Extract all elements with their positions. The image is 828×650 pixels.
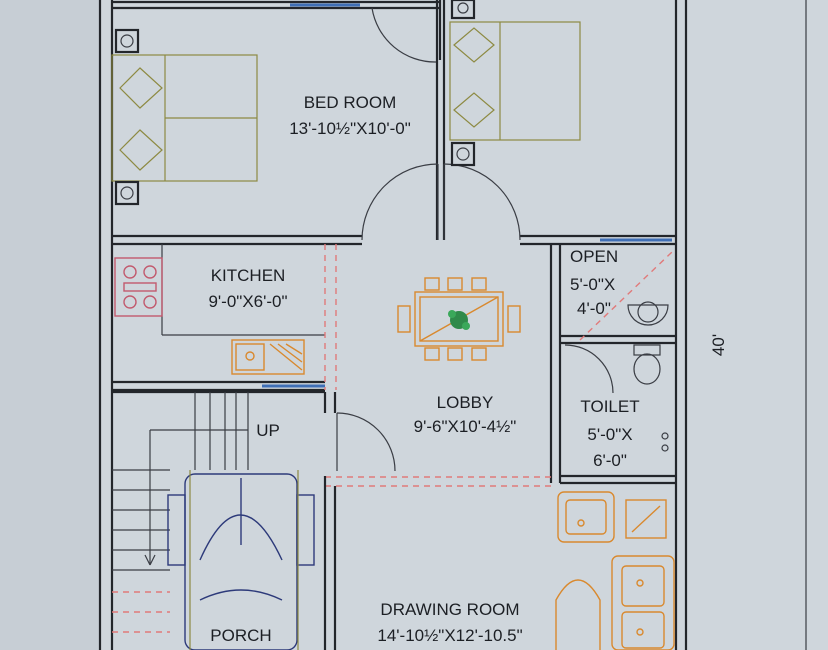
- kitchen-name: KITCHEN: [211, 266, 286, 285]
- car-icon: [167, 470, 315, 650]
- left-bed: [111, 54, 258, 182]
- tap-icon: [661, 432, 669, 452]
- drawing-room-size: 14'-10½"X12'-10.5": [377, 626, 522, 645]
- open-size-2: 4'-0": [577, 299, 611, 318]
- toilet-name: TOILET: [580, 397, 639, 416]
- bed-room-size: 13'-10½"X10'-0": [289, 119, 411, 138]
- sofa-lamps: [577, 519, 644, 636]
- stove-icon: [114, 257, 163, 317]
- toilet-size-2: 6'-0": [593, 451, 627, 470]
- porch-name: PORCH: [210, 626, 271, 645]
- bedside-lamps: [114, 0, 476, 206]
- kitchen-walls: [112, 244, 337, 392]
- paper-shade: [0, 0, 100, 650]
- stair-up-label: UP: [256, 421, 280, 440]
- depth-dimension: 40': [709, 334, 728, 356]
- open-name: OPEN: [570, 247, 618, 266]
- doors: [336, 7, 614, 472]
- drawing-room-name: DRAWING ROOM: [380, 600, 519, 619]
- wash-basin-icon: [627, 301, 669, 326]
- toilet-walls: [325, 244, 676, 487]
- kitchen-size: 9'-0"X6'-0": [208, 292, 287, 311]
- bed-room-name: BED ROOM: [304, 93, 397, 112]
- drawing-room-walls: [323, 392, 337, 650]
- staircase: [112, 390, 325, 633]
- lobby-name: LOBBY: [437, 393, 494, 412]
- sink-icon: [231, 339, 305, 375]
- right-bed: [449, 21, 581, 141]
- open-size-1: 5'-0"X: [570, 275, 615, 294]
- toilet-seat-icon: [633, 344, 661, 385]
- sofa-set: [555, 491, 675, 650]
- lobby-size: 9'-6"X10'-4½": [414, 417, 517, 436]
- toilet-size-1: 5'-0"X: [587, 425, 632, 444]
- dining-table: [397, 277, 521, 361]
